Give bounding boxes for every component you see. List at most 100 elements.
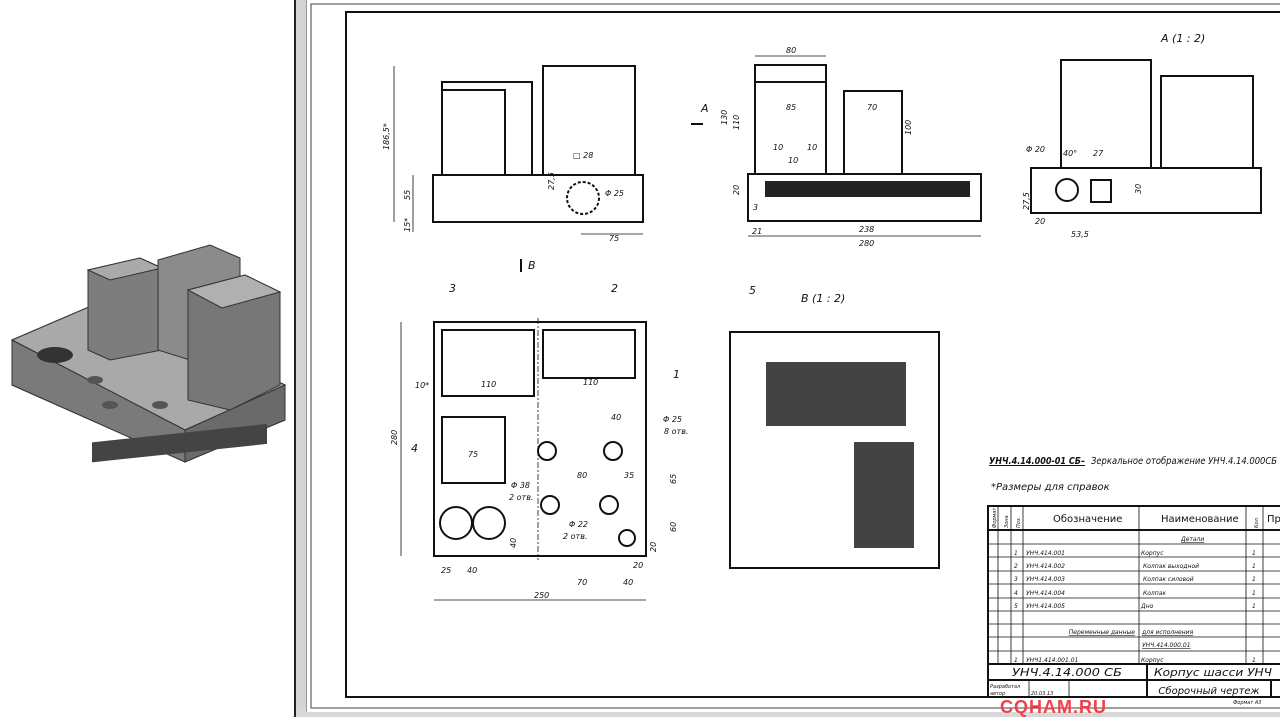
drawing-label: 110 [732,115,741,130]
drawing-label: 60 [669,522,678,532]
drawing-label: 280 [390,430,399,445]
drawing-label: Сборочный чертеж [1158,685,1259,697]
callout-2: 2 [611,282,618,295]
drawing-label: 20 [1035,217,1045,226]
drawing-line [603,441,623,461]
drawing-label: УНЧ1.414.001.01 [1026,657,1078,664]
drawing-label: 55 [403,190,412,200]
drawing-label: 40 [623,578,633,587]
drawing-line [1055,178,1079,202]
drawing-label: Формат А3 [1233,700,1261,706]
panel-divider[interactable] [294,0,296,717]
drawing-label: Корпус [1141,550,1164,557]
drawing-label: 4 [1014,590,1018,597]
drawing-line [988,506,1280,664]
drawing-label: 40 [611,413,621,422]
callout-5: 5 [749,284,756,297]
drawing-label: УНЧ.4.14.000 СБ [1012,666,1122,679]
drawing-label: УНЧ.414.001 [1026,550,1065,557]
drawing-label: 3 [753,203,758,212]
drawing-label: Формат [992,507,998,528]
drawing-label: 21 [752,227,762,236]
drawing-label: A (1 : 2) [1160,32,1205,45]
drawing-label: Поз. [1016,517,1022,528]
drawing-line [92,423,267,463]
drawing-label: Колпак силовой [1143,576,1194,583]
drawing-label: Обозначение [1053,514,1122,525]
drawing-label: Колпак [1143,590,1166,597]
drawing-line [1030,167,1262,214]
drawing-label: Корпус [1141,657,1164,664]
drawing-label: 280 [859,239,874,248]
drawing-sheet: 186,5* 55 15* □ 28 27,5 Φ 25 75 B 80 130… [306,0,1280,712]
drawing-line [540,495,560,515]
drawing-label: 1 [1252,576,1256,583]
drawing-line [537,441,557,461]
drawing-line [1090,179,1112,203]
drawing-line [186,274,282,309]
drawing-label: 1 [1252,590,1256,597]
top-view: 280 110 110 10* 75 40 Φ 25 8 отв. 80 35 … [390,282,756,601]
drawing-line [618,529,636,547]
sheet-outer-frame [310,3,1280,709]
drawing-label: 70 [577,578,587,587]
drawing-line [102,401,118,409]
drawing-line [754,81,827,175]
drawing-label: Дно [1140,603,1154,610]
drawing-line [441,416,506,484]
drawing-line [542,65,636,176]
drawing-label: Прим. [1267,514,1280,525]
drawing-label: 10 [788,156,798,165]
drawing-label: 100 [904,120,913,135]
3d-model-chassis [10,244,287,463]
drawing-label: Колпак выходной [1143,563,1199,570]
reference-note: *Размеры для справок [991,482,1110,493]
drawing-line [843,90,903,175]
sheet-inner-frame [345,11,1280,698]
spec-table: Формат Зона Поз. Обозначение Наименовани… [987,505,1280,665]
drawing-label: 1 [1014,550,1018,557]
drawing-label: 25 [441,566,451,575]
drawing-label: 27 [1093,149,1104,158]
drawing-label: УНЧ.414.005 [1026,603,1065,610]
drawing-label: 27,5 [547,172,556,190]
drawing-label: Корпус шасси УНЧ [1154,666,1272,679]
drawing-label: 10 [773,143,783,152]
drawing-line [765,181,970,197]
drawing-label: 15* [403,218,412,232]
drawing-label: 27,5 [1022,192,1031,210]
drawing-label: 186,5* [382,123,391,150]
drawing-line [441,81,533,176]
section-b-view: B (1 : 2) [729,292,940,569]
drawing-line [441,89,506,176]
drawing-line [766,362,914,548]
watermark: CQHAM.RU [1000,697,1107,717]
drawing-label: 75 [468,450,478,459]
drawing-label: 238 [859,225,874,234]
drawing-label: Φ 20 [1026,145,1045,154]
drawing-label: Зона [1004,515,1010,528]
drawing-line [566,181,600,215]
drawing-label: 1 [1014,657,1018,664]
drawing-label: 40 [467,566,477,575]
drawing-label: 20.03.13 [1031,691,1053,697]
drawing-line [754,64,827,83]
drawing-label: 250 [534,591,549,600]
drawing-line [439,506,473,540]
callout-1: 1 [673,368,680,381]
drawing-line [729,331,940,569]
drawing-line [87,376,103,384]
drawing-label: 1 [1252,563,1256,570]
drawing-label: УНЧ.414.003 [1026,576,1065,583]
drawing-label: 53,5 [1071,230,1089,239]
drawing-label: Переменные данные [1069,629,1136,636]
3d-model-panel [0,0,294,717]
side-view: 80 130 110 85 70 100 10 10 10 20 3 21 23… [691,46,982,248]
drawing-label: 5 [1014,603,1018,610]
drawing-label: Детали [1180,536,1204,543]
drawing-label: 65 [669,474,678,484]
drawing-line [854,442,914,548]
drawing-line [152,401,168,409]
